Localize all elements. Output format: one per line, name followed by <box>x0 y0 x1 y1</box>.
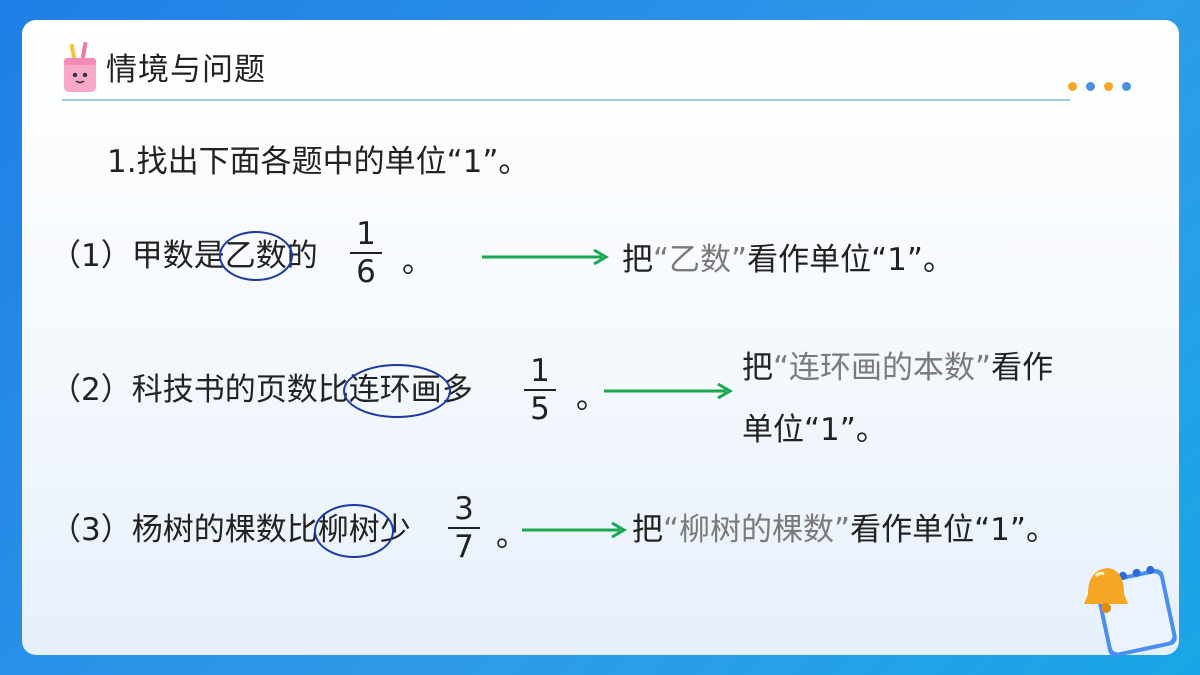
fraction-2: 1 5 <box>522 353 558 427</box>
fraction-3-numerator: 3 <box>454 491 474 527</box>
header-divider <box>62 99 1070 101</box>
question-2: （2）科技书的页数比连环画多 <box>50 364 473 418</box>
answer-2: 把“连环画的本数”看作 <box>742 346 1053 390</box>
question-3: （3）杨树的棵数比柳树少 <box>50 504 411 558</box>
fraction-2-bar <box>524 389 556 391</box>
bell-notepad-icon <box>1084 565 1177 657</box>
answer-3-quoted: “柳树的棵数” <box>663 512 851 548</box>
answer-1-suffix: 看作单位“1”。 <box>747 242 954 278</box>
fraction-3-bar <box>448 527 480 529</box>
answer-1: 把“乙数”看作单位“1”。 <box>622 238 954 282</box>
arrow-3 <box>522 521 627 539</box>
dot-4 <box>1122 82 1131 91</box>
fraction-1-numerator: 1 <box>356 216 376 252</box>
answer-1-prefix: 把 <box>622 242 653 278</box>
dot-2 <box>1086 82 1095 91</box>
answer-2-suffix: 看作 <box>991 350 1054 386</box>
question-1-before: （1）甲数是 <box>50 238 225 274</box>
pencil-cup-icon <box>64 42 96 92</box>
answer-2-prefix: 把 <box>742 350 773 386</box>
fraction-2-numerator: 1 <box>530 353 550 389</box>
dot-1 <box>1068 82 1077 91</box>
answer-3-prefix: 把 <box>632 512 663 548</box>
fraction-1-bar <box>350 252 382 254</box>
dot-3 <box>1104 82 1113 91</box>
slide-card: 情境与问题 1.找出下面各题中的单位“1”。 （1）甲数是乙数的 1 6 。 把… <box>22 20 1179 655</box>
fraction-3: 3 7 <box>446 491 482 565</box>
circle-mark <box>218 231 293 281</box>
question-2-circled: 连环画 <box>342 364 451 418</box>
decorative-dots <box>1068 82 1131 91</box>
question-1-circled: 乙数 <box>218 231 293 281</box>
question-3-before: （3）杨树的棵数比 <box>50 512 318 548</box>
question-3-circled: 柳树 <box>313 504 394 558</box>
fraction-1-denominator: 6 <box>356 254 376 290</box>
fraction-2-denominator: 5 <box>530 391 550 427</box>
answer-2-quoted: “连环画的本数” <box>773 350 992 386</box>
question-2-end: 。 <box>576 380 607 416</box>
instruction-text: 1.找出下面各题中的单位“1”。 <box>107 144 530 180</box>
question-2-before: （2）科技书的页数比 <box>50 372 349 408</box>
fraction-1: 1 6 <box>348 216 384 290</box>
answer-3-suffix: 看作单位“1”。 <box>850 512 1057 548</box>
circle-mark <box>342 364 451 418</box>
question-1: （1）甲数是乙数的 <box>50 231 318 281</box>
page-title: 情境与问题 <box>106 52 266 88</box>
fraction-3-denominator: 7 <box>454 529 474 565</box>
question-3-end: 。 <box>496 518 527 554</box>
question-1-end: 。 <box>402 244 433 280</box>
arrow-1 <box>482 248 609 266</box>
answer-3: 把“柳树的棵数”看作单位“1”。 <box>632 508 1057 552</box>
answer-2-line2: 单位“1”。 <box>742 412 887 448</box>
circle-mark <box>313 504 394 558</box>
arrow-2 <box>604 382 733 400</box>
answer-1-quoted: “乙数” <box>653 242 748 278</box>
